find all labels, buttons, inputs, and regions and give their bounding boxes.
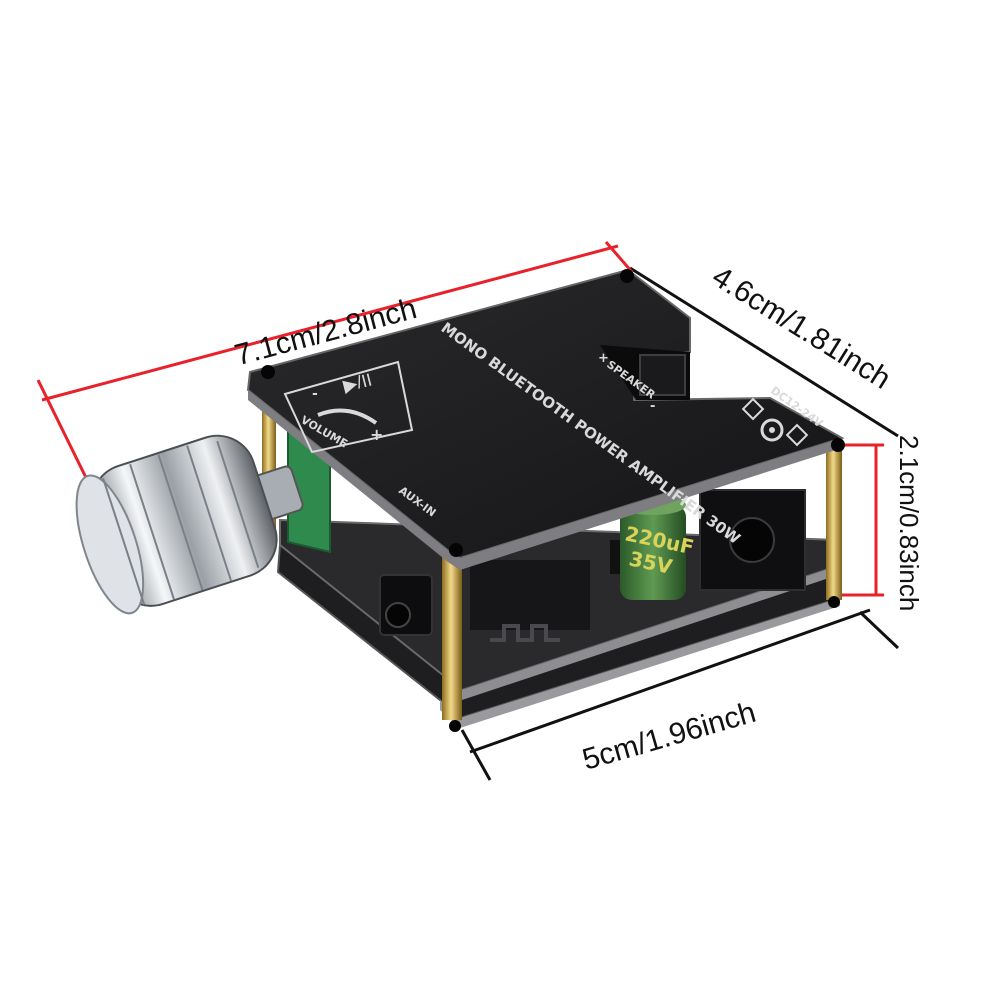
- speaker-minus: -: [650, 399, 655, 414]
- extension-line-width-left: [469, 608, 871, 754]
- bluetooth-antenna-trace: [490, 624, 560, 642]
- extension-line-width-bottom: [460, 729, 492, 781]
- audio-jack-hole: [385, 602, 411, 628]
- top-plate: [246, 268, 845, 560]
- power-connector-hole: [729, 517, 775, 563]
- extension-line-depth-top: [629, 266, 899, 438]
- length-dimension-line: [41, 244, 619, 402]
- volume-arrow-icon: [317, 408, 378, 425]
- length-dimension-cap-right: [604, 241, 634, 273]
- standoff-front-left: [442, 550, 462, 720]
- amplifier-module: 220uF 35V MONO BLUETOOTH POWER AMPLIFIER…: [75, 268, 845, 732]
- extension-line-depth-right: [858, 610, 900, 650]
- screw-top-front: [449, 543, 463, 557]
- width-dimension-label: 5cm/1.96inch: [579, 696, 760, 777]
- volume-plus: +: [370, 425, 383, 444]
- bottom-pcb-edge: [440, 598, 840, 728]
- middle-pcb-edge: [444, 566, 838, 700]
- volume-knob: [75, 434, 278, 615]
- extension-lines: [460, 266, 900, 781]
- standoff-front-right: [826, 450, 842, 600]
- height-dimension-label: 2.1cm/0.83inch: [894, 435, 924, 611]
- screw-bottom-right: [828, 596, 840, 608]
- screw-top-right: [831, 438, 845, 452]
- volume-minus: -: [312, 386, 318, 402]
- screw-top-back: [620, 269, 634, 283]
- power-symbol-icon: [741, 397, 809, 447]
- speaker-plus: +: [598, 351, 609, 366]
- speaker-terminal: [639, 354, 686, 396]
- top-plate-edge: [248, 390, 842, 570]
- bluetooth-module: [470, 560, 590, 630]
- screw-top-left: [261, 365, 275, 379]
- screw-bottom-front: [449, 720, 461, 732]
